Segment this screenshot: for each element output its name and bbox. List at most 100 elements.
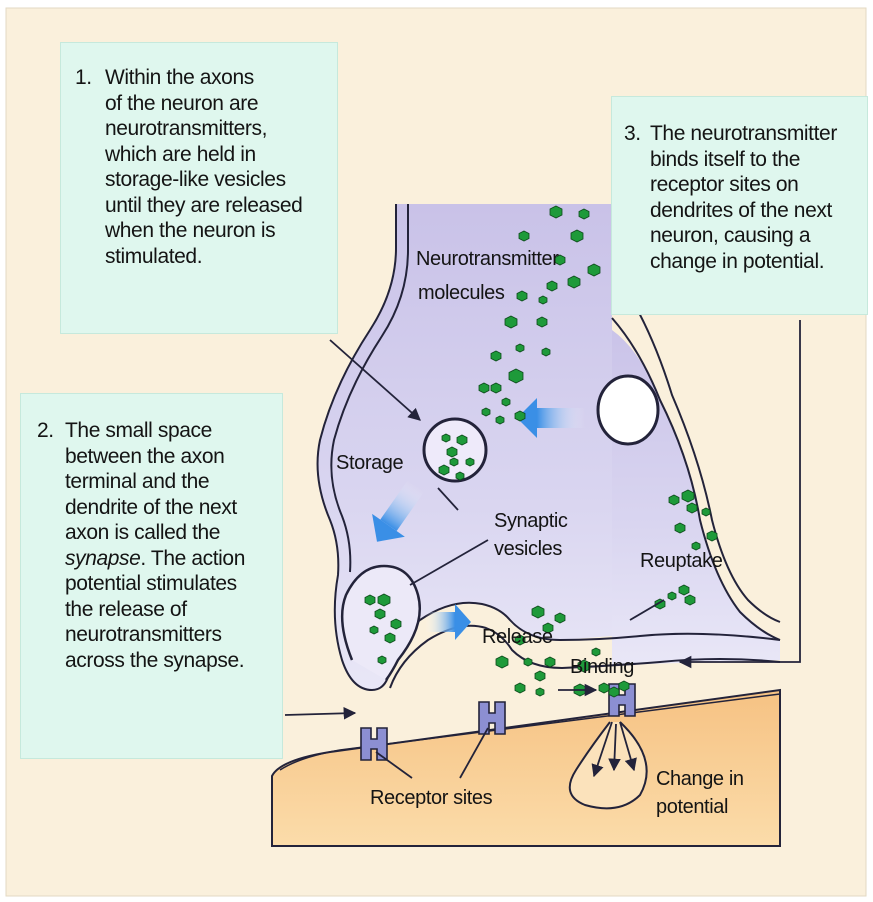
label-binding: Binding [570, 656, 634, 678]
label-vesicles: vesicles [494, 538, 562, 560]
neurotransmitter-molecule [482, 408, 490, 416]
caption-2-line: synapse. The action [65, 546, 245, 572]
neurotransmitter-molecule [502, 398, 510, 406]
caption-3-number: 3. [624, 121, 641, 147]
label-reuptake: Reuptake [640, 550, 722, 572]
label-storage: Storage [336, 452, 403, 474]
caption-3-line: dendrites of the next [650, 198, 837, 224]
caption-1-line: neurotransmitters, [105, 116, 302, 142]
neurotransmitter-molecule [550, 206, 562, 218]
neurotransmitter-molecule [491, 383, 501, 393]
neurotransmitter-molecule [547, 281, 557, 291]
neurotransmitter-molecule [579, 209, 589, 219]
caption-3-line: receptor sites on [650, 172, 837, 198]
neurotransmitter-molecule [685, 595, 695, 605]
neurotransmitter-molecule [505, 316, 517, 328]
neurotransmitter-molecule [491, 351, 501, 361]
neurotransmitter-molecule [682, 490, 694, 502]
neurotransmitter-molecule [568, 276, 580, 288]
neurotransmitter-molecule [539, 296, 547, 304]
neurotransmitter-molecule [599, 683, 609, 693]
caption-3-line: change in potential. [650, 249, 837, 275]
neurotransmitter-molecule [450, 458, 458, 466]
caption-1-line: storage-like vesicles [105, 167, 302, 193]
neurotransmitter-molecule [517, 291, 527, 301]
neurotransmitter-molecule [675, 523, 685, 533]
caption-1-line: until they are released [105, 193, 302, 219]
caption-1-line: which are held in [105, 142, 302, 168]
neurotransmitter-molecule [456, 472, 464, 480]
neurotransmitter-molecule [619, 681, 629, 691]
caption-3-line: binds itself to the [650, 147, 837, 173]
neurotransmitter-molecule [532, 606, 544, 618]
caption-2-line: neurotransmitters [65, 622, 245, 648]
neurotransmitter-molecule [535, 671, 545, 681]
caption-2-italic-suffix: . The action [140, 547, 245, 570]
caption-2-line: the release of [65, 597, 245, 623]
neurotransmitter-molecule [385, 633, 395, 643]
caption-1-lines: Within the axonsof the neuron areneurotr… [105, 65, 302, 269]
caption-1-line: when the neuron is [105, 218, 302, 244]
neurotransmitter-molecule [668, 592, 676, 600]
caption-1-line: Within the axons [105, 65, 302, 91]
neurotransmitter-molecule [571, 230, 583, 242]
neurotransmitter-molecule [609, 687, 619, 697]
neurotransmitter-molecule [391, 619, 401, 629]
neurotransmitter-molecule [515, 411, 525, 421]
neurotransmitter-molecule [519, 231, 529, 241]
neurotransmitter-molecule [365, 595, 375, 605]
caption-2-italic-word: synapse [65, 547, 140, 570]
caption-2-number: 2. [37, 418, 54, 444]
caption-3-line: neuron, causing a [650, 223, 837, 249]
label-release: Release [482, 626, 553, 648]
neurotransmitter-molecule [669, 495, 679, 505]
caption-1-number: 1. [75, 65, 92, 91]
neurotransmitter-molecule [378, 594, 390, 606]
label-molecules: molecules [418, 282, 504, 304]
neurotransmitter-molecule [375, 609, 385, 619]
caption-1-line: of the neuron are [105, 91, 302, 117]
neurotransmitter-molecule [542, 348, 550, 356]
neurotransmitter-molecule [588, 264, 600, 276]
caption-2-line: axon is called the [65, 520, 245, 546]
neurotransmitter-molecule [524, 658, 532, 666]
neurotransmitter-molecule [555, 613, 565, 623]
neurotransmitter-molecule [439, 465, 449, 475]
neurotransmitter-molecule [702, 508, 710, 516]
caption-1-line: stimulated. [105, 244, 302, 270]
neurotransmitter-molecule [496, 656, 508, 668]
neurotransmitter-molecule [679, 585, 689, 595]
label-receptor-sites: Receptor sites [370, 787, 492, 809]
neurotransmitter-molecule [516, 344, 524, 352]
neurotransmitter-molecule [457, 435, 467, 445]
neurotransmitter-molecule [687, 503, 697, 513]
neurotransmitter-molecule [466, 458, 474, 466]
caption-2-line: between the axon [65, 444, 245, 470]
neurotransmitter-molecule [370, 626, 378, 634]
neurotransmitter-molecule [496, 416, 504, 424]
empty-vesicle [598, 376, 658, 444]
caption-2-line: dendrite of the next [65, 495, 245, 521]
label-potential: potential [656, 796, 728, 818]
neurotransmitter-molecule [537, 317, 547, 327]
label-neurotransmitter: Neurotransmitter [416, 248, 559, 270]
caption-2-line: The small space [65, 418, 245, 444]
caption-2-line: terminal and the [65, 469, 245, 495]
caption-2-line: across the synapse. [65, 648, 245, 674]
label-change-in: Change in [656, 768, 744, 790]
neurotransmitter-molecule [536, 688, 544, 696]
neurotransmitter-molecule [707, 531, 717, 541]
neurotransmitter-molecule [509, 369, 523, 383]
caption-2-line: potential stimulates [65, 571, 245, 597]
neurotransmitter-molecule [378, 656, 386, 664]
neurotransmitter-molecule [692, 542, 700, 550]
caption-3-line: The neurotransmitter [650, 121, 837, 147]
neurotransmitter-molecule [515, 683, 525, 693]
neurotransmitter-molecule [592, 648, 600, 656]
